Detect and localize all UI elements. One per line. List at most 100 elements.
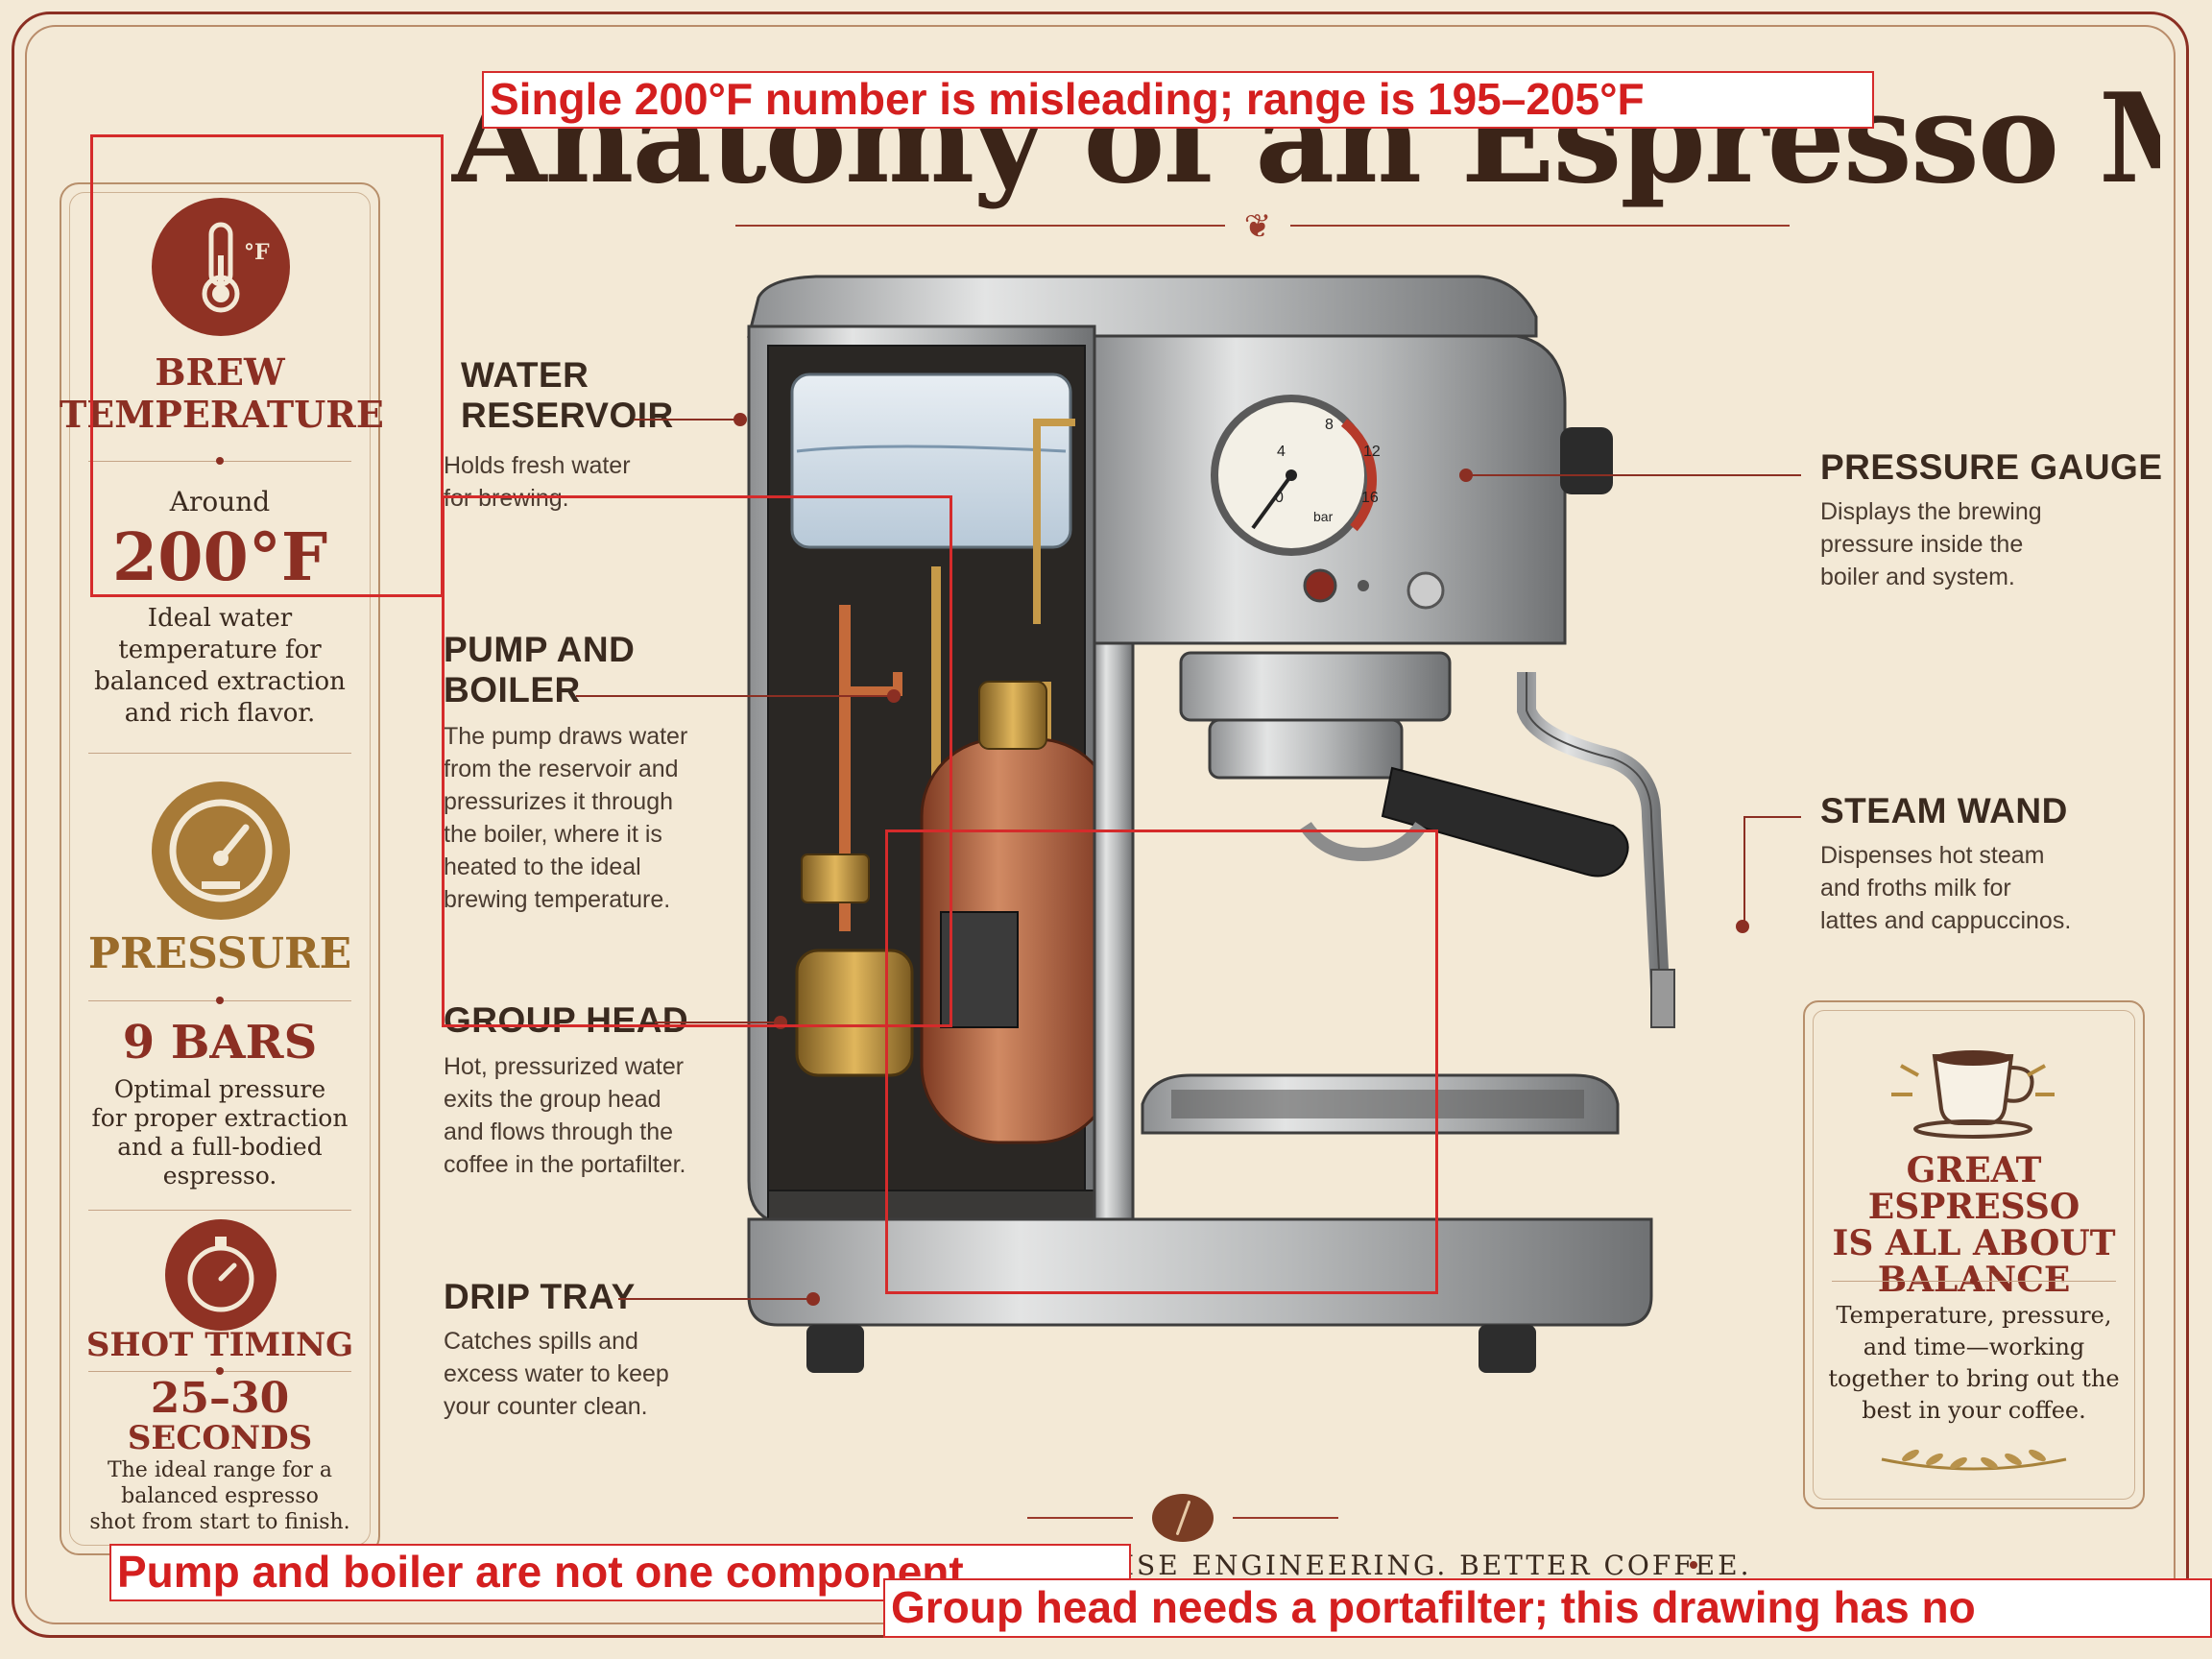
callout-body-line: the boiler, where it is (444, 821, 662, 848)
drip-tray-heading: DRIP TRAY (444, 1277, 636, 1317)
title-rule-right (1290, 225, 1790, 227)
stopwatch-icon (165, 1219, 276, 1331)
pressure-desc-line: Optimal pressure (113, 1075, 326, 1103)
callout-heading-line: BOILER (444, 670, 581, 709)
callout-body-line: pressure inside the (1820, 531, 2024, 558)
timing-desc-line: The ideal range for a (107, 1458, 333, 1482)
pump-boiler-leader (576, 695, 891, 697)
water-reservoir-marker (733, 413, 747, 426)
pressure-gauge-marker (1459, 469, 1473, 482)
steam-wand-description: Dispenses hot steam and froths milk for … (1820, 839, 2071, 937)
pump-boiler-heading: PUMP AND BOILER (444, 630, 635, 710)
group-head-description: Hot, pressurized water exits the group h… (444, 1050, 685, 1181)
temperature-description: Ideal water temperature for balanced ext… (60, 603, 380, 730)
callout-body-line: from the reservoir and (444, 756, 679, 782)
water-reservoir-heading: WATER RESERVOIR (461, 355, 674, 436)
gauge-tick-16: 16 (1361, 490, 1379, 506)
annotation-box-temperature (90, 134, 444, 597)
annotation-group-head-note: Group head needs a portafilter; this dra… (883, 1578, 2212, 1638)
callout-body-line: Dispenses hot steam (1820, 842, 2045, 869)
coffee-bean-icon (1152, 1494, 1214, 1542)
timing-description: The ideal range for a balanced espresso … (60, 1457, 380, 1535)
pressure-desc-line: espresso. (162, 1162, 277, 1190)
annotation-box-group-head (885, 830, 1438, 1294)
annotation-box-pump-boiler (442, 495, 952, 1027)
pressure-desc-line: and a full-bodied (117, 1133, 323, 1161)
callout-body-line: coffee in the portafilter. (444, 1151, 686, 1178)
drip-tray-marker (806, 1292, 820, 1306)
callout-body-line: pressurizes it through (444, 788, 674, 815)
pressure-heading: PRESSURE (87, 929, 352, 978)
pressure-gauge-heading: PRESSURE GAUGE (1820, 447, 2163, 487)
group-head-leader (655, 1022, 780, 1023)
water-reservoir-leader (634, 419, 739, 421)
divider-dot (216, 997, 224, 1004)
callout-body-line: lattes and cappuccinos. (1820, 907, 2072, 934)
balance-body-line: Temperature, pressure, (1836, 1302, 2112, 1329)
pressure-gauge-description: Displays the brewing pressure inside the… (1820, 495, 2042, 593)
callout-body-line: Hot, pressurized water (444, 1053, 685, 1080)
divider-dot (216, 457, 224, 465)
pressure-description: Optimal pressure for proper extraction a… (60, 1075, 380, 1190)
gauge-tick-4: 4 (1277, 444, 1286, 460)
balance-heading-line: IS ALL ABOUT (1832, 1223, 2116, 1263)
pump-boiler-description: The pump draws water from the reservoir … (444, 720, 687, 916)
balance-divider-dot (1970, 1277, 1978, 1285)
brew-temperature-heading: BREW TEMPERATURE (60, 350, 384, 436)
timing-unit: SECONDS (127, 1419, 313, 1457)
section-divider (88, 753, 351, 754)
pressure-gauge-leader (1469, 474, 1801, 476)
steam-wand-leader-v (1743, 816, 1745, 926)
timing-value: 25–30 (150, 1374, 290, 1423)
thermometer-icon: °F (152, 198, 290, 336)
callout-body-line: brewing temperature. (444, 886, 671, 913)
callout-body-line: The pump draws water (444, 723, 688, 750)
callout-body-line: heated to the ideal (444, 854, 641, 880)
gauge-tick-12: 12 (1363, 444, 1381, 460)
espresso-machine-illustration (747, 275, 1675, 1373)
balance-body-line: and time—working (1863, 1334, 2085, 1360)
divider-dot (216, 1367, 224, 1375)
callout-heading-line: WATER (461, 355, 589, 395)
callout-body-line: exits the group head (444, 1086, 661, 1113)
water-reservoir-description: Holds fresh water for brewing. (444, 449, 631, 515)
footer-rule-right (1233, 1517, 1338, 1519)
timing-desc-line: shot from start to finish. (89, 1510, 350, 1534)
callout-heading-line: RESERVOIR (461, 396, 674, 435)
gauge-tick-8: 8 (1325, 417, 1334, 433)
callout-heading-line: GROUP HEAD (444, 1000, 689, 1040)
shot-timing-heading: SHOT TIMING (85, 1326, 354, 1364)
steam-wand-marker (1736, 920, 1749, 933)
pressure-desc-line: for proper extraction (91, 1104, 349, 1132)
callout-body-line: excess water to keep (444, 1360, 669, 1387)
balance-heading: GREAT ESPRESSO IS ALL ABOUT BALANCE (1803, 1152, 2145, 1298)
timing-desc-line: balanced espresso (121, 1484, 319, 1508)
temp-desc-line: Ideal water (147, 604, 293, 633)
balance-body-line: together to bring out the (1828, 1365, 2120, 1392)
balance-box-inner-border (1813, 1010, 2135, 1500)
balance-heading-line: GREAT ESPRESSO (1867, 1150, 2080, 1227)
temperature-value: 200°F (111, 519, 328, 596)
brew-heading-line2: TEMPERATURE (60, 393, 384, 436)
brew-heading-line1: BREW (155, 350, 285, 394)
fleuron-icon: ❦ (1243, 207, 1272, 246)
gauge-icon (152, 781, 290, 920)
temp-desc-line: balanced extraction (94, 667, 346, 696)
callout-heading-line: PUMP AND (444, 630, 636, 669)
fahrenheit-label: °F (244, 240, 270, 265)
temp-desc-line: and rich flavor. (124, 699, 316, 728)
footer-dot (1690, 1561, 1697, 1569)
gauge-unit: bar (1313, 509, 1334, 524)
callout-heading-line: DRIP TRAY (444, 1277, 636, 1316)
callout-body-line: boiler and system. (1820, 564, 2015, 590)
group-head-heading: GROUP HEAD (444, 1000, 688, 1041)
balance-description: Temperature, pressure, and time—working … (1803, 1300, 2145, 1427)
temp-desc-line: temperature for (118, 636, 322, 664)
section-divider (88, 1210, 351, 1211)
pump-boiler-marker (887, 689, 901, 703)
drip-tray-description: Catches spills and excess water to keep … (444, 1325, 669, 1423)
coffee-cup-icon (1891, 1050, 2055, 1139)
callout-body-line: Holds fresh water (444, 452, 631, 479)
balance-box (1803, 1000, 2145, 1509)
callout-body-line: for brewing. (444, 485, 569, 512)
